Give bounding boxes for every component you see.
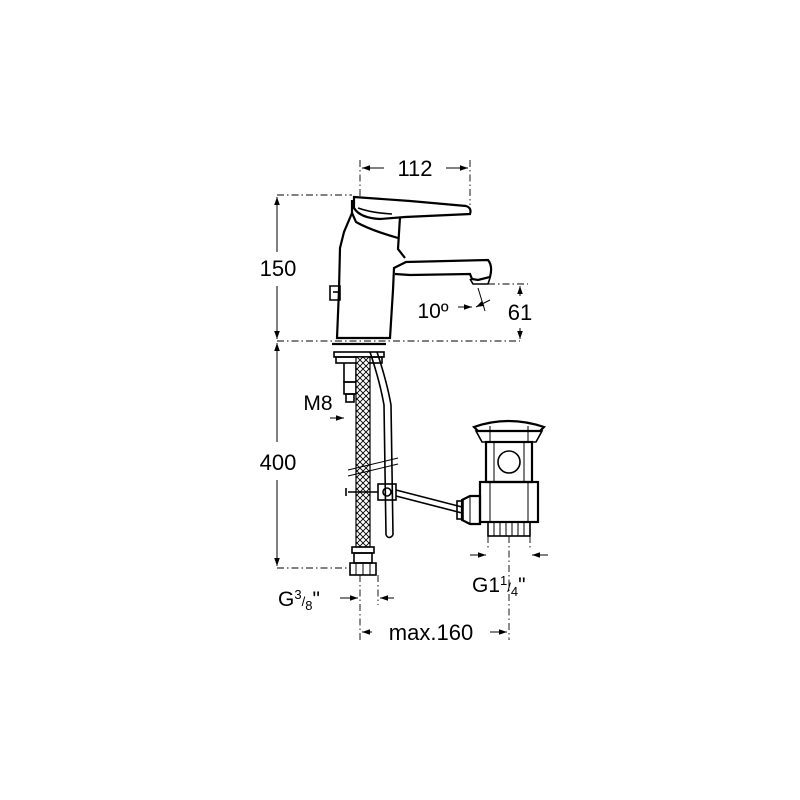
- dim-max160-label: max.160: [389, 620, 473, 645]
- dimension-lines: [274, 165, 548, 635]
- dim-angle-label: 10º: [417, 300, 448, 323]
- dim-112-label: 112: [397, 156, 432, 181]
- lift-rod: [345, 351, 463, 539]
- popup-waste: [456, 419, 547, 537]
- dim-150-label: 150: [260, 256, 297, 281]
- dim-m8-label: M8: [303, 392, 332, 415]
- dim-400-label: 400: [260, 450, 297, 475]
- dimension-labels: 112 150 10º 61 M8 400 G3/8" G11/4" max.1…: [260, 156, 533, 645]
- center-lines: [277, 160, 531, 640]
- braided-hose: [347, 356, 399, 576]
- dim-g114-label: G11/4": [472, 573, 526, 599]
- body-outline: [335, 200, 493, 340]
- dim-g38-label: G3/8": [278, 587, 320, 613]
- lever-handle: [352, 195, 472, 221]
- faucet-body: [329, 195, 493, 340]
- dim-61-label: 61: [508, 300, 532, 325]
